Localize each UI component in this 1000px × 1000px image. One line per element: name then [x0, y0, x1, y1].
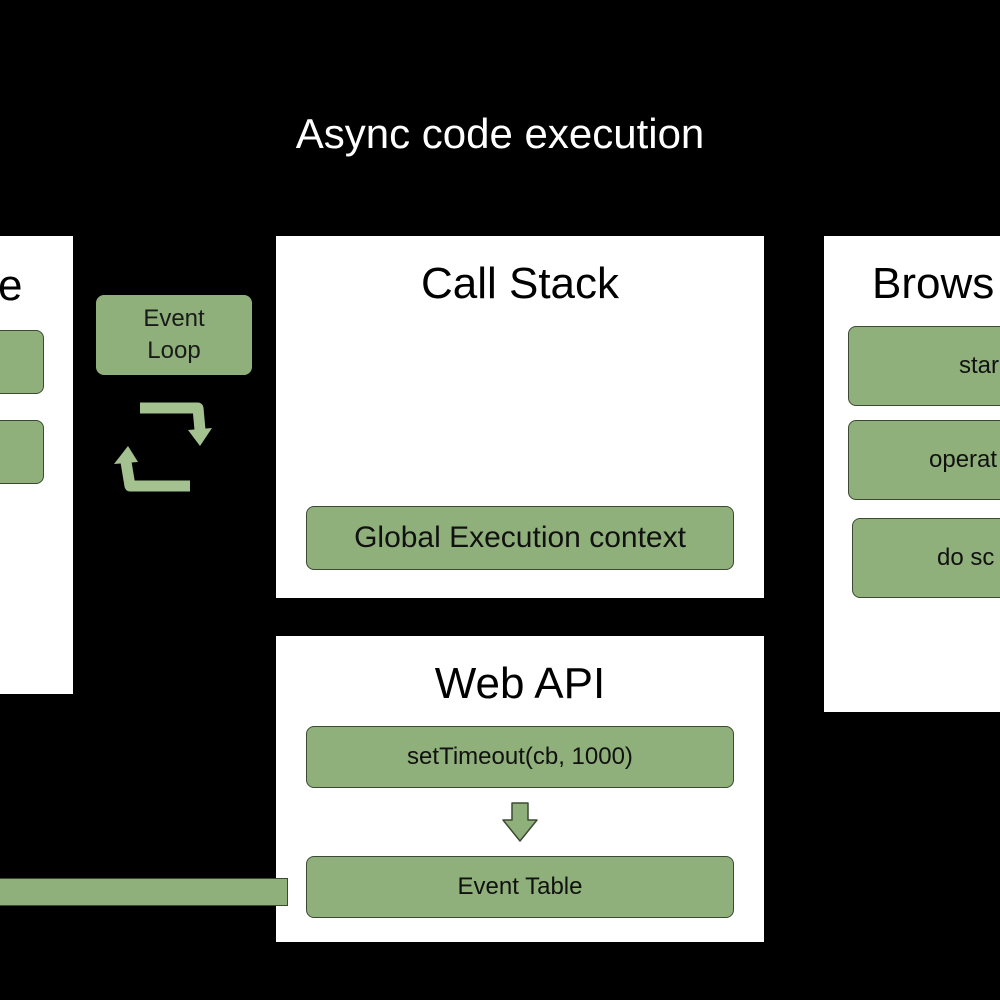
browser-item-2-label: operat — [929, 446, 998, 473]
browser-item-2: operat — [848, 420, 1000, 500]
settimeout-box: setTimeout(cb, 1000) — [306, 726, 734, 788]
event-loop-line2: Loop — [147, 337, 201, 364]
event-loop-line1: Event — [143, 305, 205, 332]
slide-title: Async code execution — [295, 110, 705, 157]
browser-item-3: do sc — [852, 518, 1000, 598]
left-panel: e — [0, 236, 73, 694]
left-panel-title: e — [0, 261, 23, 310]
web-api-title: Web API — [434, 659, 606, 708]
call-stack-panel: Call Stack Global Execution context — [276, 236, 764, 598]
browser-item-1: star — [848, 326, 1000, 406]
browser-panel-title: Brows — [872, 259, 995, 308]
global-execution-context-box: Global Execution context — [306, 506, 734, 570]
browser-panel: Brows star operat do sc — [824, 236, 1000, 712]
loop-cycle-icon — [114, 402, 212, 492]
event-table-connector — [0, 878, 288, 906]
event-table-box: Event Table — [306, 856, 734, 918]
call-stack-title: Call Stack — [420, 259, 620, 308]
event-loop-label: Event Loop — [96, 295, 252, 375]
browser-item-3-label: do sc — [937, 544, 995, 571]
web-api-panel: Web API setTimeout(cb, 1000) Event Table — [276, 636, 764, 942]
left-panel-box-1 — [0, 330, 44, 394]
down-arrow-icon — [502, 802, 538, 842]
left-panel-box-2 — [0, 420, 44, 484]
browser-item-1-label: star — [959, 352, 1000, 379]
